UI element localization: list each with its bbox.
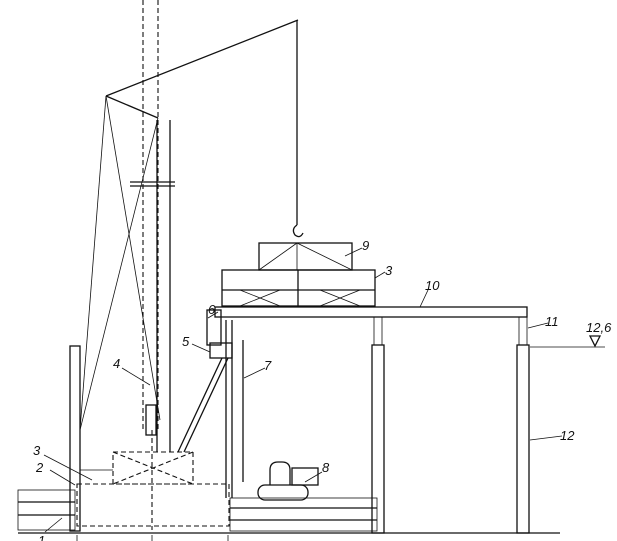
column-middle (371, 344, 385, 534)
label-2: 2 (35, 460, 44, 475)
dimension-left: 6 (114, 538, 122, 541)
crawler-cart (257, 461, 319, 501)
level-mark-icon (588, 335, 602, 348)
beam (214, 306, 528, 318)
device-6 (206, 309, 222, 346)
left-column (69, 345, 81, 532)
dimension-line (76, 535, 229, 541)
label-3-top: 3 (385, 263, 393, 278)
column-head (518, 316, 528, 346)
roof-structure (221, 269, 376, 307)
label-9: 9 (362, 238, 369, 253)
label-1: 1 (38, 533, 45, 541)
label-12: 12 (560, 428, 575, 443)
label-4: 4 (113, 356, 120, 371)
roof-panel-load (258, 242, 353, 271)
label-10: 10 (425, 278, 440, 293)
rails-left (17, 489, 76, 531)
label-6: 6 (208, 302, 216, 317)
label-3-bottom: 3 (33, 443, 41, 458)
label-7: 7 (264, 358, 272, 373)
strut (177, 357, 223, 453)
label-11: 11 (545, 314, 559, 329)
label-5: 5 (182, 334, 190, 349)
level-mark-value: 12,6 (586, 320, 612, 335)
column-right (516, 344, 530, 534)
dimension-right: 6 (190, 538, 198, 541)
hook-icon (292, 224, 304, 238)
label-8: 8 (322, 460, 330, 475)
rails-right (229, 497, 378, 532)
crane-boom (79, 19, 304, 431)
lower-block (76, 430, 230, 530)
crane-mast (130, 0, 175, 452)
